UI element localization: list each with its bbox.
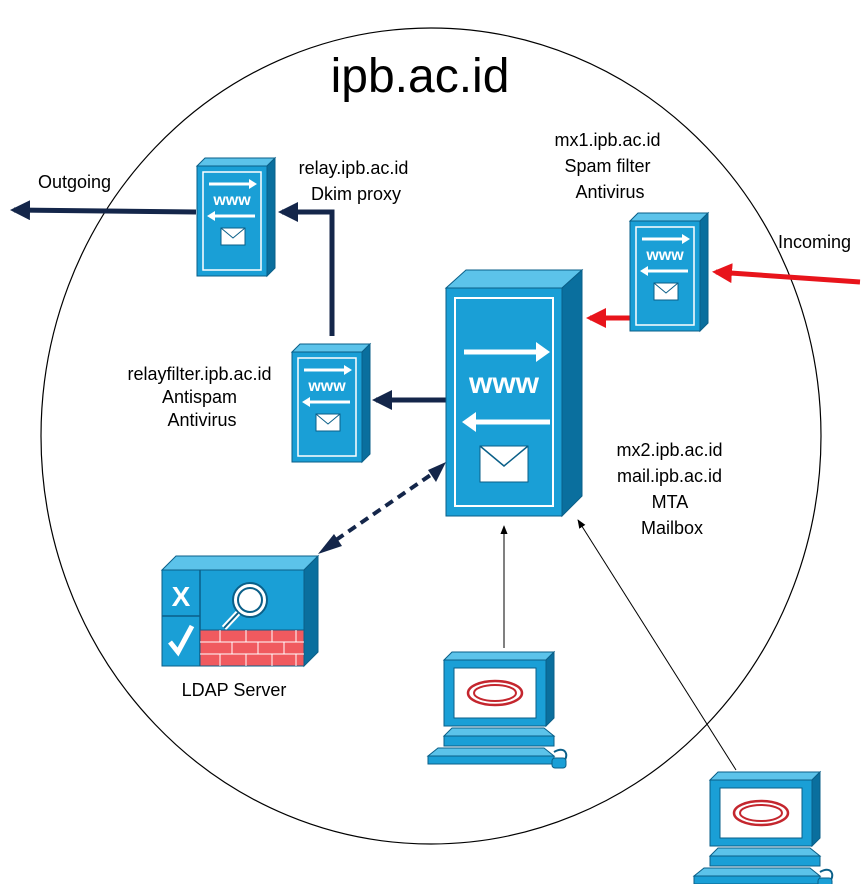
ldap-server-label: LDAP Server (182, 680, 287, 700)
incoming-label: Incoming (778, 232, 851, 252)
relayfilter-server-label: relayfilter.ipb.ac.id Antispam Antivirus (127, 364, 276, 430)
www-text-mx1: www (645, 247, 684, 264)
relay-server-icon (195, 156, 277, 278)
mx2-server-icon (444, 268, 584, 518)
domain-title: ipb.ac.id (331, 50, 510, 103)
svg-text:X: X (172, 581, 191, 612)
mx1-server-icon (628, 211, 710, 333)
client-workstation-1-icon (426, 650, 568, 770)
ldap-arrowhead (318, 534, 342, 554)
incoming-arrow (712, 263, 861, 285)
mx2-server-label: mx2.ipb.ac.id mail.ipb.ac.id MTA Mailbox (616, 440, 727, 538)
www-text-mx2: www (468, 367, 540, 400)
client-workstation-2-icon (692, 770, 834, 884)
relay-server-label: relay.ipb.ac.id Dkim proxy (299, 158, 414, 204)
ldap-mx2-link (334, 472, 434, 542)
client2-to-mx2-arrow (577, 519, 737, 771)
outgoing-arrow (10, 200, 197, 221)
mx2-arrowhead (428, 462, 446, 482)
outgoing-label: Outgoing (38, 172, 111, 192)
relayfilter-server-icon (290, 342, 372, 464)
ldap-server-icon: X (160, 554, 320, 668)
mx1-server-label: mx1.ipb.ac.id Spam filter Antivirus (554, 130, 665, 202)
www-text-relay: www (212, 192, 251, 209)
relayfilter-to-relay-arrow (278, 202, 335, 336)
www-text-relayfilter: www (307, 378, 346, 395)
domain-boundary (40, 27, 822, 845)
